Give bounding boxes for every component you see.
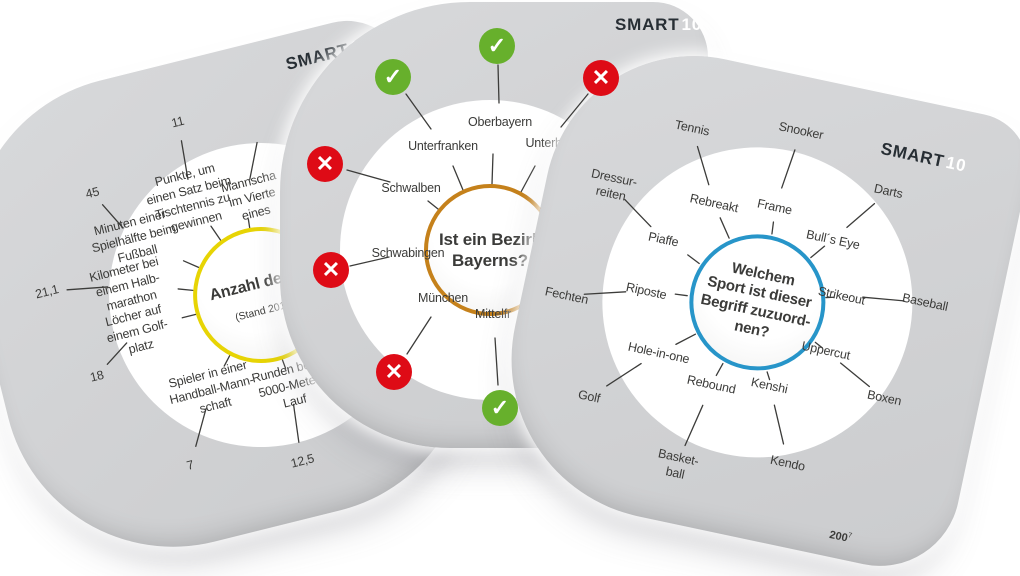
cross-glyph: ✕: [384, 359, 404, 384]
cross-glyph: ✕: [315, 151, 335, 176]
answer-mittelfranken: Mittelfr: [475, 307, 511, 321]
smart10-logo: SMART10: [879, 139, 968, 177]
card-number-sup: 7: [847, 532, 853, 540]
check-glyph: ✓: [490, 395, 510, 420]
card-number-value: 200: [828, 528, 849, 545]
value-11: 11: [169, 113, 186, 131]
logo-number: 10: [944, 152, 969, 176]
question-text: Ist ein Bezirk Bayerns?: [438, 229, 542, 270]
answer-tennis: Tennis: [673, 117, 711, 139]
card-number: 2007: [828, 528, 852, 545]
check-glyph: ✓: [383, 64, 403, 89]
check-icon: ✓: [482, 390, 518, 426]
logo-number: 10: [681, 15, 702, 34]
answer-golf: Golf: [576, 387, 602, 406]
answer-kendo: Kendo: [768, 452, 807, 474]
value-45: 45: [84, 184, 101, 202]
cross-icon: ✕: [307, 146, 343, 182]
cross-icon: ✕: [583, 60, 619, 96]
answer-oberbayern: Oberbayern: [467, 115, 533, 129]
answer-fechten: Fechten: [543, 284, 590, 307]
check-glyph: ✓: [487, 33, 507, 58]
answer-darts: Darts: [872, 181, 904, 202]
check-icon: ✓: [375, 59, 411, 95]
answer-unterfranken: Unterfranken: [408, 139, 478, 153]
logo-name: SMART: [879, 138, 947, 171]
check-icon: ✓: [479, 28, 515, 64]
cross-icon: ✕: [376, 354, 412, 390]
answer-schwalben: Schwalben: [381, 181, 441, 195]
value-7: 7: [185, 457, 196, 473]
answer-basketball: Basket- ball: [656, 446, 700, 482]
value-18: 18: [88, 367, 106, 385]
answer-snooker: Snooker: [777, 119, 825, 143]
cross-icon: ✕: [313, 252, 349, 288]
answer-schwabingen: Schwabingen: [371, 246, 445, 260]
value-21-1: 21,1: [33, 282, 61, 302]
value-12-5: 12,5: [289, 451, 316, 471]
question-text: Welchem Sport ist dieser Begriff zuzuord…: [699, 259, 814, 342]
logo-name: SMART: [615, 15, 680, 34]
cross-glyph: ✕: [591, 65, 611, 90]
answer-muenchen: München: [417, 291, 469, 305]
cross-glyph: ✕: [321, 257, 341, 282]
answer-dressurreiten: Dressur- reiten: [590, 166, 639, 204]
